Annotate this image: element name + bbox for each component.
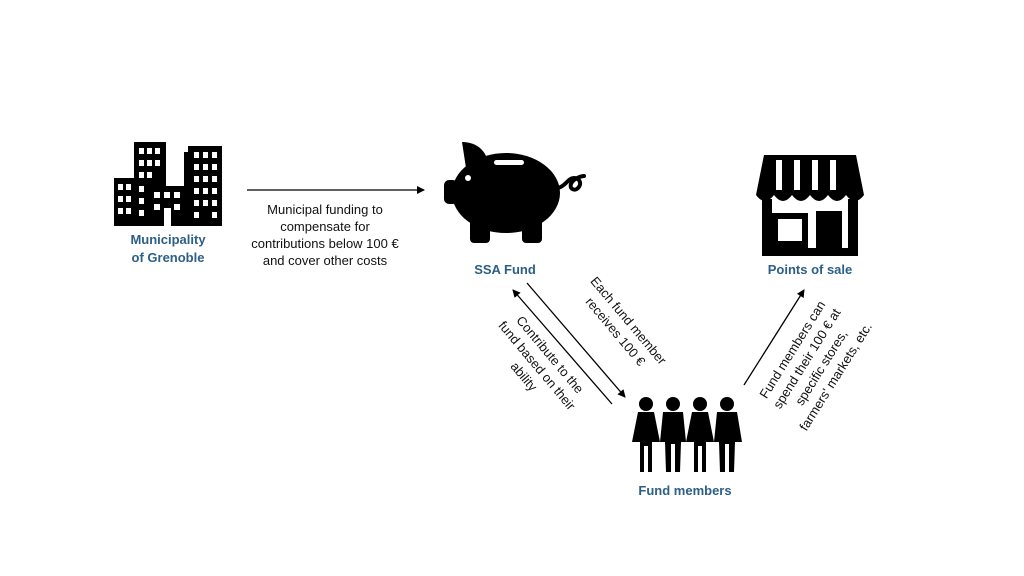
- piggy-bank-icon: [444, 142, 586, 243]
- ssa-fund-label: SSA Fund: [474, 262, 536, 277]
- municipality-label: Municipality of Grenoble: [130, 232, 206, 265]
- buildings-icon: [114, 142, 222, 226]
- people-group-icon: [632, 397, 742, 472]
- fund-members-label: Fund members: [638, 483, 732, 498]
- arrow-members-to-fund: [512, 289, 613, 405]
- arrow-members-to-stores: [743, 289, 805, 386]
- points-of-sale-label: Points of sale: [767, 262, 853, 277]
- municipal-funding-text: Municipal funding to compensate for cont…: [251, 202, 399, 268]
- arrow-fund-to-members: [526, 282, 626, 398]
- storefront-icon: [756, 155, 864, 256]
